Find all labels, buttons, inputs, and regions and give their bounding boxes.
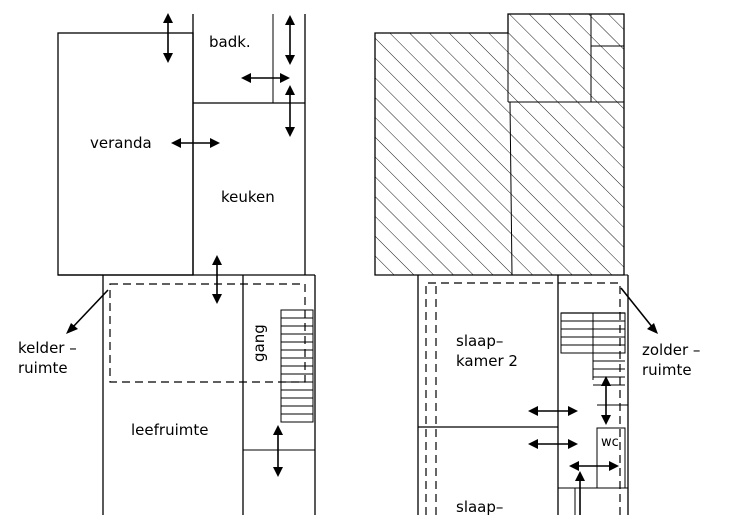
- double-arrow-icon: [285, 85, 295, 137]
- zolder-pointer-arrow: [620, 287, 658, 334]
- right-staircase: [560, 312, 626, 386]
- arrows: [66, 13, 658, 515]
- double-arrow-icon: [569, 461, 619, 471]
- label-zolder-line2: ruimte: [642, 361, 692, 379]
- label-wc: wc: [601, 435, 619, 450]
- right-floor-plan: [374, 13, 629, 515]
- label-zolder-line1: zolder –: [642, 341, 700, 359]
- zolder-outline: [425, 282, 621, 515]
- hatched-roof-area: [374, 13, 625, 276]
- double-arrow-icon: [285, 15, 295, 65]
- label-slaapkamer2-line2: kamer 2: [456, 352, 518, 370]
- double-arrow-icon: [575, 471, 585, 515]
- kelder-pointer-arrow: [66, 289, 109, 334]
- double-arrow-icon: [528, 406, 578, 416]
- left-staircase: [280, 309, 314, 423]
- label-slaap-bottom: slaap–: [456, 498, 503, 516]
- kelder-outline: [109, 283, 306, 383]
- label-leefruimte: leefruimte: [131, 421, 208, 439]
- double-arrow-icon: [163, 13, 173, 63]
- left-floor-plan: [57, 14, 316, 515]
- label-keuken: keuken: [221, 188, 275, 206]
- label-slaapkamer2-line1: slaap–: [456, 332, 503, 350]
- double-arrow-icon: [273, 425, 283, 477]
- double-arrow-icon: [601, 376, 611, 425]
- double-arrow-icon: [171, 138, 220, 148]
- double-arrow-icon: [528, 439, 578, 449]
- double-arrow-icon: [212, 255, 222, 304]
- label-badk: badk.: [209, 33, 251, 51]
- label-kelder-line2: ruimte: [18, 359, 68, 377]
- label-gang: gang: [250, 324, 268, 362]
- label-veranda: veranda: [90, 134, 152, 152]
- double-arrow-icon: [241, 73, 290, 83]
- room-labels: badk. veranda keuken gang kelder – ruimt…: [18, 33, 700, 516]
- veranda-room: [57, 32, 194, 276]
- label-kelder-line1: kelder –: [18, 339, 77, 357]
